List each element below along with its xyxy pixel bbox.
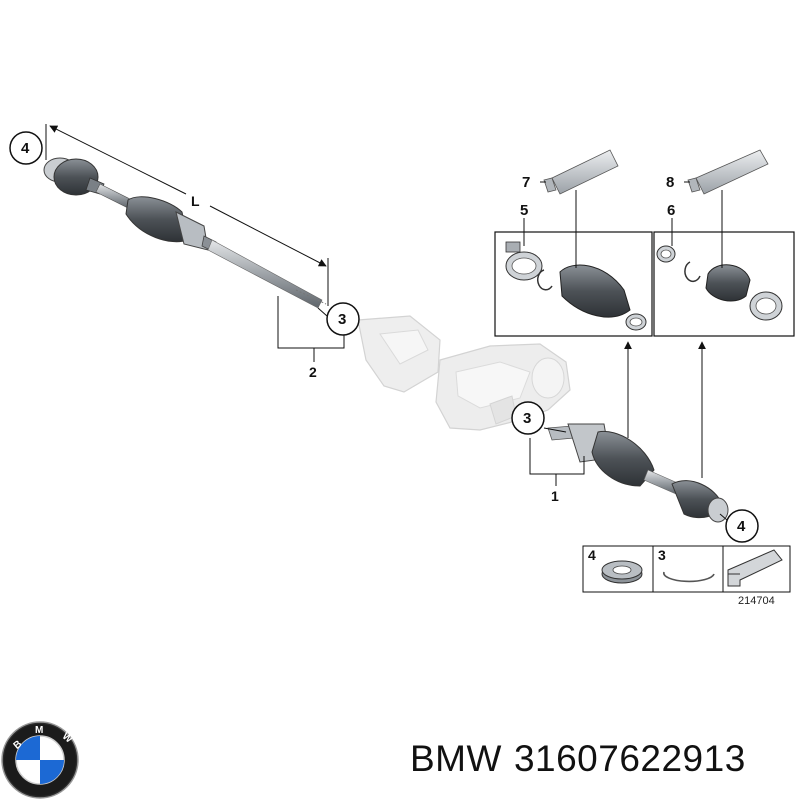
leader-lines xyxy=(523,181,723,268)
upper-drive-shaft xyxy=(43,157,327,309)
repair-kit-box-5 xyxy=(494,231,653,337)
callout-3-top-label: 3 xyxy=(338,311,346,328)
bracket-2 xyxy=(277,296,345,362)
callout-4-bottom-label: 4 xyxy=(737,518,746,535)
part-number: 31607622913 xyxy=(513,738,746,779)
repair-kit-box-6 xyxy=(653,231,795,337)
callout-4-top xyxy=(9,131,43,165)
ghost-transfer-case xyxy=(357,315,571,431)
callout-6-label: 6 xyxy=(667,202,675,219)
bmw-logo-icon: B M W xyxy=(1,721,79,799)
snap-ring-icon xyxy=(663,571,715,583)
profile-corner-icon xyxy=(727,549,783,587)
callout-5-label: 5 xyxy=(520,202,528,219)
part-caption: BMW 31607622913 xyxy=(410,733,795,785)
callout-3-bottom xyxy=(511,401,545,435)
kit-arrows xyxy=(624,341,706,478)
bracket-1 xyxy=(529,427,585,486)
callout-4-top-label: 4 xyxy=(21,140,30,157)
callout-3-top xyxy=(317,302,360,336)
callout-1-label: 1 xyxy=(551,488,559,504)
legend-item-4-label: 4 xyxy=(588,547,596,563)
brand-name: BMW xyxy=(410,738,502,779)
callout-4-bottom xyxy=(719,509,759,543)
callout-7-label: 7 xyxy=(522,174,530,191)
callout-2-label: 2 xyxy=(309,364,317,380)
svg-text:M: M xyxy=(35,725,43,736)
callout-8-label: 8 xyxy=(666,174,674,191)
grease-tube-8 xyxy=(687,149,769,195)
symbol-legend xyxy=(582,545,791,593)
grease-tube-7 xyxy=(543,149,619,195)
dimension-l xyxy=(45,124,329,306)
lower-drive-shaft xyxy=(547,423,729,523)
legend-item-3-label: 3 xyxy=(658,547,666,563)
dimension-l-label: L xyxy=(191,193,200,209)
figure-number: 214704 xyxy=(738,595,775,607)
callout-3-bottom-label: 3 xyxy=(523,410,531,427)
collar-nut-icon xyxy=(601,560,643,584)
